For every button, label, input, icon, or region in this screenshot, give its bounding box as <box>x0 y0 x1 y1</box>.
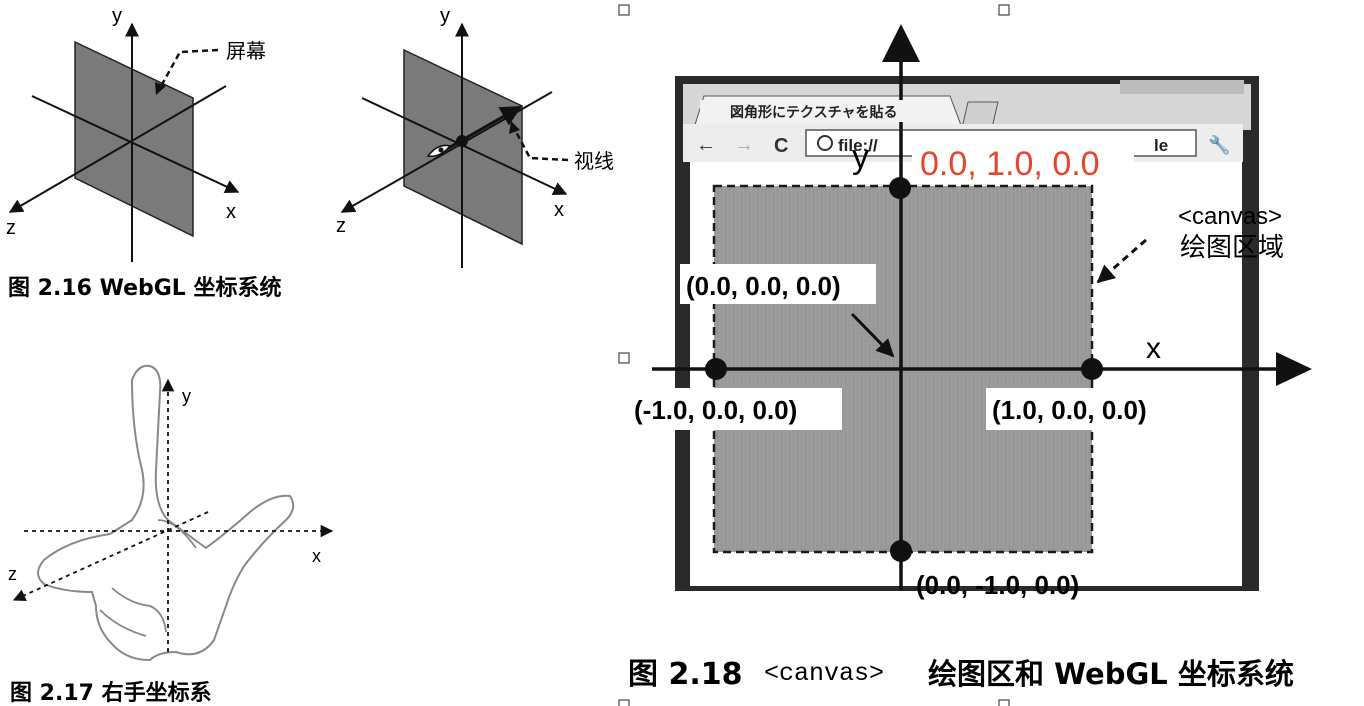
screen-pointer-head <box>155 82 166 95</box>
fig218-x-label: x <box>1146 332 1161 365</box>
address-text: file:// <box>838 136 878 155</box>
fig217-x-label: x <box>312 546 321 566</box>
origin-label-bg <box>680 264 876 304</box>
fig218-caption-prefix: 图 2.18 <box>628 657 742 692</box>
finger-line <box>157 519 197 549</box>
fig216-right-x-label: x <box>554 199 564 221</box>
crop-handle <box>998 699 1010 706</box>
fig218-caption-suffix: 绘图区和 WebGL 坐标系统 <box>928 657 1294 691</box>
fig218-caption-code: <canvas> <box>764 659 884 688</box>
window-controls[interactable] <box>1120 80 1244 94</box>
top-point-label: 0.0, 1.0, 0.0 <box>920 145 1100 183</box>
z-axis <box>12 511 209 602</box>
left-point-label: (-1.0, 0.0, 0.0) <box>634 395 797 425</box>
crop-handle <box>998 4 1010 16</box>
globe-icon <box>817 135 833 151</box>
fig216-right-diagram <box>340 22 569 268</box>
fig216-right-y-label: y <box>440 5 450 27</box>
tab-title-bg <box>700 100 935 122</box>
right-point-label: (1.0, 0.0, 0.0) <box>992 395 1147 425</box>
forward-icon[interactable]: → <box>734 134 754 156</box>
eye-icon <box>426 144 452 158</box>
point-right <box>1081 358 1103 380</box>
fig216-left-y-label: y <box>112 5 122 27</box>
wrench-icon[interactable]: 🔧 <box>1208 134 1230 155</box>
fig217-hand-diagram <box>12 364 334 662</box>
x-axis-arrowhead <box>1276 352 1312 386</box>
fig217-caption: 图 2.17 右手坐标系 <box>10 680 212 706</box>
back-icon[interactable]: ← <box>696 134 716 156</box>
fig216-right-z-label: z <box>336 215 346 237</box>
reload-icon[interactable]: C <box>774 135 788 157</box>
fig216-left-diagram <box>8 22 240 262</box>
point-left <box>705 358 727 380</box>
bottom-point-label: (0.0, -1.0, 0.0) <box>916 570 1079 600</box>
screen-label: 屏幕 <box>226 39 266 63</box>
left-label-bg <box>628 388 842 430</box>
origin-pointer <box>850 312 895 358</box>
fig218-diagram: ← → C 🔧 <box>618 4 1312 706</box>
point-top <box>889 177 911 199</box>
browser-tab-title[interactable]: 図角形にテクスチャを貼る <box>730 104 897 121</box>
fig218-y-label: y <box>852 138 869 176</box>
finger-line <box>111 587 167 633</box>
fig217-y-label: y <box>182 386 191 406</box>
crop-handle <box>618 699 630 706</box>
right-hand-outline <box>37 364 295 662</box>
sight-pointer-head <box>509 121 520 134</box>
screen-pointer <box>158 48 219 89</box>
address-right-text: le <box>1154 136 1168 155</box>
crop-handle <box>618 352 630 364</box>
origin-point-label: (0.0, 0.0, 0.0) <box>686 271 841 301</box>
crop-handle <box>618 4 630 16</box>
fig217-z-label: z <box>8 564 17 584</box>
canvas-area-label: 绘图区域 <box>1180 233 1284 263</box>
z-axis <box>8 85 227 213</box>
finger-line <box>99 609 147 637</box>
sight-label: 视线 <box>574 149 614 173</box>
fig216-left-z-label: z <box>6 217 16 239</box>
x-axis <box>31 95 240 194</box>
top-label-bg <box>912 138 1134 184</box>
sight-pointer <box>512 127 569 162</box>
fig216-left-x-label: x <box>226 201 236 223</box>
fig216-caption: 图 2.16 WebGL 坐标系统 <box>8 275 282 301</box>
right-label-bg <box>986 388 1188 430</box>
sight-arrow <box>437 105 522 156</box>
y-axis-arrowhead <box>882 24 920 62</box>
canvas-callout-pointer <box>1096 238 1147 284</box>
point-bottom <box>890 540 912 562</box>
canvas-tag-label: <canvas> <box>1178 203 1282 230</box>
